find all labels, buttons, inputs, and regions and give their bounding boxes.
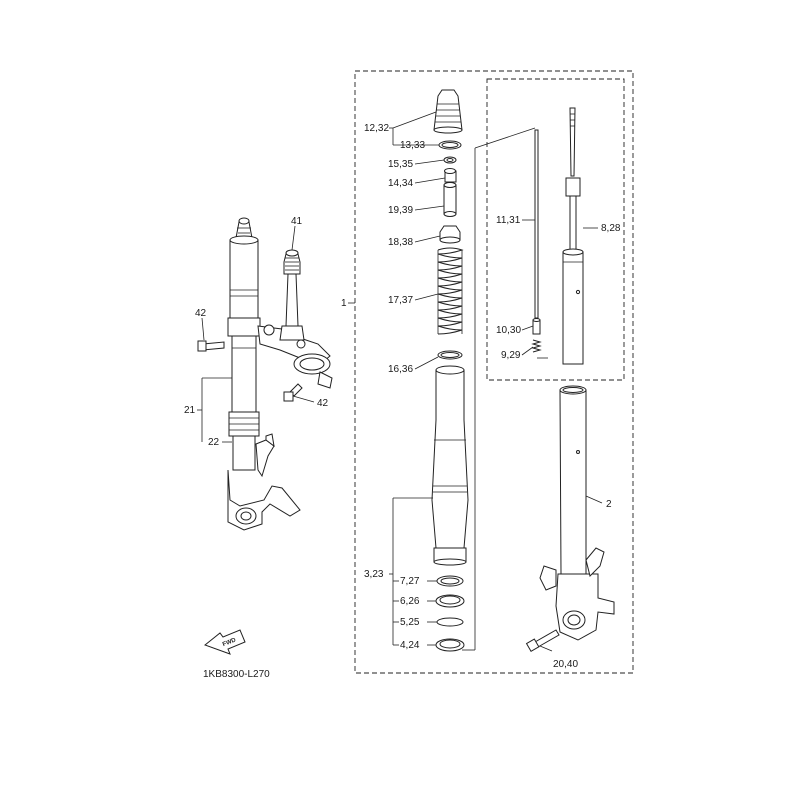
callout-17-37: 17,37 xyxy=(388,295,413,306)
callout-15-35: 15,35 xyxy=(388,159,413,170)
callout-18-38: 18,38 xyxy=(388,237,413,248)
callout-6-26: 6,26 xyxy=(400,596,420,607)
damper-cartridge-parts xyxy=(531,107,584,365)
callout-1: 1 xyxy=(341,298,347,309)
diagram-code: 1KB8300-L270 xyxy=(203,669,270,680)
callout-labels: 12,32 13,33 15,35 14,34 19,39 18,38 17,3… xyxy=(184,123,621,680)
callout-14-34: 14,34 xyxy=(388,178,413,189)
callout-42-right: 42 xyxy=(317,398,329,409)
inner-tube-assembly xyxy=(525,385,615,653)
callout-19-39: 19,39 xyxy=(388,205,413,216)
callout-5-25: 5,25 xyxy=(400,617,420,628)
cartridge-group-box xyxy=(486,78,625,381)
callout-9-29: 9,29 xyxy=(501,350,521,361)
callout-8-28: 8,28 xyxy=(601,223,621,234)
callout-7-27: 7,27 xyxy=(400,576,420,587)
fwd-arrow-label: FWD xyxy=(222,637,238,648)
fork-spring xyxy=(437,247,464,335)
callout-13-33: 13,33 xyxy=(400,140,425,151)
callout-16-36: 16,36 xyxy=(388,364,413,375)
leader-lines xyxy=(197,111,603,652)
exploded-fork-parts xyxy=(431,89,469,652)
callout-20-40: 20,40 xyxy=(553,659,578,670)
callout-42-top: 42 xyxy=(195,308,207,319)
callout-3-23: 3,23 xyxy=(364,569,384,580)
fwd-direction-arrow: FWD xyxy=(203,629,246,655)
callout-21: 21 xyxy=(184,405,196,416)
callout-10-30: 10,30 xyxy=(496,325,521,336)
callout-4-24: 4,24 xyxy=(400,640,420,651)
callout-41: 41 xyxy=(291,216,303,227)
callout-22: 22 xyxy=(208,437,220,448)
callout-2: 2 xyxy=(606,499,612,510)
assembled-fork-view xyxy=(197,217,333,531)
callout-12-32: 12,32 xyxy=(364,123,389,134)
callout-11-31: 11,31 xyxy=(496,215,521,226)
fork-assembly-group-box xyxy=(354,70,634,674)
